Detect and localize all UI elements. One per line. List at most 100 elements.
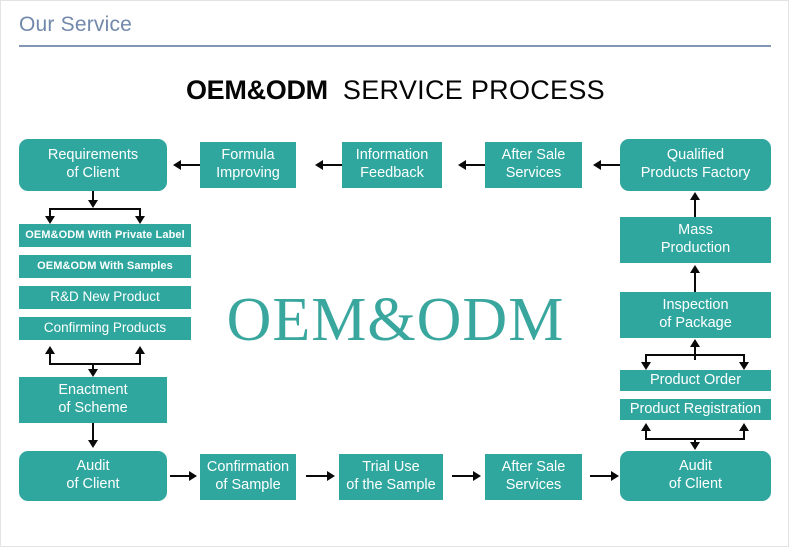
- arrowhead-up: [690, 339, 700, 347]
- node-line-1: After Sale: [501, 459, 566, 476]
- arrowhead-up: [135, 346, 145, 354]
- connector-confirmation-to-trial: [306, 475, 328, 477]
- node-line-1: Confirming Products: [43, 320, 167, 336]
- node-audit-of-client-right[interactable]: Audit of Client: [620, 451, 771, 501]
- arrowhead-left: [173, 160, 181, 170]
- node-line-2: of Client: [66, 165, 120, 181]
- node-qualified-products-factory[interactable]: Qualified Products Factory: [620, 139, 771, 191]
- connector-order-bracket-right-stem: [743, 354, 745, 364]
- arrowhead-left: [315, 160, 323, 170]
- node-oem-odm-private-label[interactable]: OEM&ODM With Private Label: [19, 224, 191, 247]
- arrowhead-left: [593, 160, 601, 170]
- arrowhead-up: [45, 346, 55, 354]
- node-requirements-of-client[interactable]: Requirements of Client: [19, 139, 167, 191]
- page-header: Our Service: [19, 13, 771, 47]
- node-line-2: of Package: [659, 315, 732, 331]
- node-trial-use-of-the-sample[interactable]: Trial Use of the Sample: [339, 454, 443, 500]
- node-confirmation-of-sample[interactable]: Confirmation of Sample: [200, 454, 296, 500]
- node-line-1: Product Order: [649, 371, 742, 388]
- connector-requirements-down: [92, 191, 94, 202]
- node-line-1: Formula: [221, 147, 275, 164]
- node-line-1: After Sale: [501, 147, 566, 164]
- diagram-title-strong: OEM&ODM: [185, 75, 328, 105]
- arrowhead-right: [473, 471, 481, 481]
- node-confirming-products[interactable]: Confirming Products: [19, 317, 191, 340]
- node-line-2: of Sample: [215, 477, 281, 493]
- node-product-order[interactable]: Product Order: [620, 370, 771, 391]
- node-line-2: of Scheme: [58, 400, 128, 416]
- arrowhead-down: [88, 369, 98, 377]
- node-line-1: OEM&ODM With Private Label: [25, 228, 185, 241]
- connector-audit-to-confirmation: [170, 475, 190, 477]
- arrowhead-up: [690, 265, 700, 273]
- node-information-feedback[interactable]: Information Feedback: [342, 142, 442, 188]
- node-product-registration[interactable]: Product Registration: [620, 399, 771, 420]
- node-after-sale-services-bottom[interactable]: After Sale Services: [485, 454, 582, 500]
- connector-order-bracket-bar: [645, 354, 745, 356]
- arrowhead-down: [690, 442, 700, 450]
- node-line-2: of the Sample: [346, 477, 436, 493]
- connector-reg-bracket-left-stem: [645, 430, 647, 440]
- node-line-1: Audit: [678, 458, 713, 475]
- connector-merge-right-stem: [139, 353, 141, 365]
- connector-trial-to-aftersale: [452, 475, 474, 477]
- node-line-1: Enactment: [58, 382, 128, 399]
- node-rd-new-product[interactable]: R&D New Product: [19, 286, 191, 309]
- node-line-1: Confirmation: [206, 459, 290, 476]
- node-inspection-of-package[interactable]: Inspection of Package: [620, 292, 771, 338]
- connector-feedback-to-formula: [323, 164, 342, 166]
- node-line-1: Inspection: [662, 297, 729, 314]
- arrowhead-right: [327, 471, 335, 481]
- connector-formula-to-requirements: [181, 164, 200, 166]
- connector-aftersale-to-feedback: [466, 164, 485, 166]
- arrowhead-down: [88, 440, 98, 448]
- node-line-1: Audit: [76, 458, 110, 475]
- arrowhead-down: [88, 200, 98, 208]
- diagram-title-light: SERVICE PROCESS: [342, 75, 605, 105]
- node-line-2: Services: [505, 477, 562, 493]
- connector-merge-left-stem: [49, 353, 51, 365]
- arrowhead-right: [189, 471, 197, 481]
- connector-merge-bar: [49, 363, 141, 365]
- connector-merge-center-stem: [92, 363, 94, 371]
- node-line-2: Improving: [216, 165, 280, 181]
- node-line-1: Requirements: [47, 147, 139, 164]
- node-line-2: Feedback: [360, 165, 424, 181]
- connector-reg-bracket-center-stem: [694, 438, 696, 444]
- node-line-1: Information: [355, 147, 429, 164]
- arrowhead-right: [611, 471, 619, 481]
- connector-order-bracket-center-stem: [694, 346, 696, 360]
- node-line-1: R&D New Product: [50, 289, 160, 305]
- node-line-1: Product Registration: [629, 400, 762, 417]
- arrowhead-down: [135, 216, 145, 224]
- arrowhead-down: [641, 362, 651, 370]
- page-title: Our Service: [19, 13, 133, 36]
- node-after-sale-services-top[interactable]: After Sale Services: [485, 142, 582, 188]
- connector-inspection-to-mass: [694, 272, 696, 292]
- node-formula-improving[interactable]: Formula Improving: [200, 142, 296, 188]
- node-audit-of-client-left[interactable]: Audit of Client: [19, 451, 167, 501]
- node-line-1: OEM&ODM With Samples: [37, 259, 173, 272]
- connector-order-bracket-left-stem: [645, 354, 647, 364]
- arrowhead-left: [458, 160, 466, 170]
- node-line-2: Services: [505, 165, 562, 181]
- connector-reg-bracket-right-stem: [743, 430, 745, 440]
- arrowhead-up: [641, 423, 651, 431]
- diagram-title: OEM&ODM SERVICE PROCESS: [1, 75, 788, 106]
- node-oem-odm-with-samples[interactable]: OEM&ODM With Samples: [19, 255, 191, 278]
- connector-fork-left-stem: [49, 208, 51, 219]
- connector-aftersale-to-audit-right: [590, 475, 612, 477]
- connector-factory-to-aftersale: [601, 164, 620, 166]
- node-line-2: of Client: [66, 476, 120, 492]
- connector-fork-bar-top: [49, 208, 141, 210]
- node-enactment-of-scheme[interactable]: Enactment of Scheme: [19, 377, 167, 423]
- node-line-1: Mass: [678, 222, 713, 239]
- node-line-2: Production: [660, 240, 731, 256]
- node-line-1: Trial Use: [362, 459, 420, 476]
- connector-fork-right-stem: [139, 208, 141, 219]
- arrowhead-down: [45, 216, 55, 224]
- node-line-2: Products Factory: [640, 165, 751, 181]
- node-mass-production[interactable]: Mass Production: [620, 217, 771, 263]
- arrowhead-up: [690, 192, 700, 200]
